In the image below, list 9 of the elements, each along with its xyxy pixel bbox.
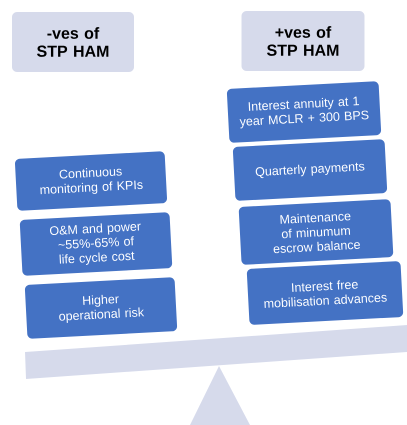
text-box: Higher operational risk [24,277,178,339]
text-box: Continuous monitoring of KPIs [15,151,167,211]
text-box: Interest free mobilisation advances [246,261,404,325]
header-box: -ves of STP HAM [12,12,134,72]
header-box: +ves of STP HAM [242,11,364,71]
text-box: Interest annuity at 1 year MCLR + 300 BPS [226,81,382,143]
text-box: Maintenance of minumum escrow balance [238,199,394,265]
text-box: Quarterly payments [232,139,388,201]
text-box: O&M and power ~55%-65% of life cycle cost [20,212,172,276]
